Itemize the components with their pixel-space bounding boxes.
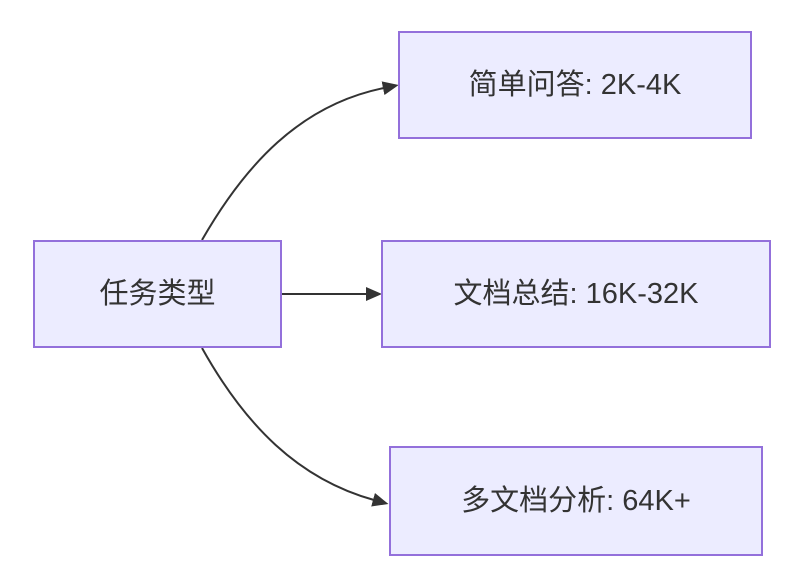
- node-simple-qa: 简单问答: 2K-4K: [398, 31, 752, 139]
- edge-task-type-to-multi-doc-analysis: [201, 347, 389, 507]
- node-multi-doc-analysis: 多文档分析: 64K+: [389, 446, 763, 556]
- node-doc-summary: 文档总结: 16K-32K: [381, 240, 771, 348]
- node-simple-qa-label: 简单问答: 2K-4K: [468, 68, 682, 101]
- node-task-type-label: 任务类型: [99, 277, 216, 310]
- node-task-type: 任务类型: [33, 240, 282, 348]
- node-multi-doc-analysis-label: 多文档分析: 64K+: [461, 484, 691, 517]
- edge-task-type-to-simple-qa: [201, 81, 399, 241]
- node-doc-summary-label: 文档总结: 16K-32K: [453, 277, 699, 310]
